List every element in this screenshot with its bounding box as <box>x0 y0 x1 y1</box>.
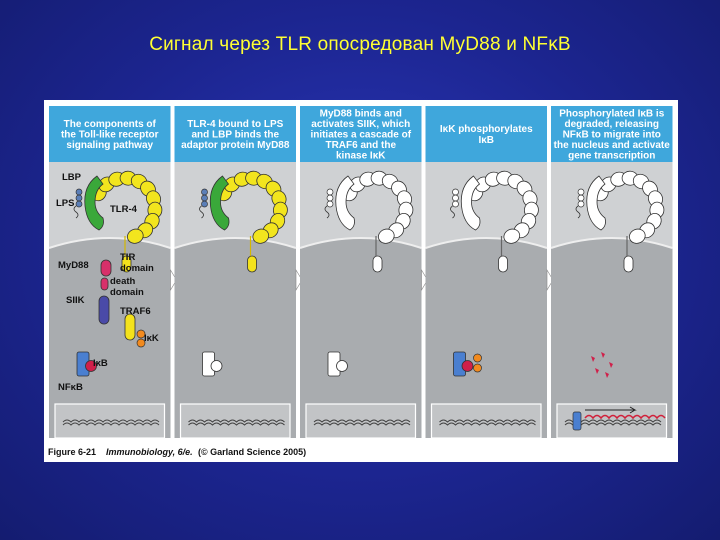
lps-shape-bead <box>202 195 208 201</box>
caption-copyright: (© Garland Science 2005) <box>198 447 306 457</box>
panel-header-line: gene transcription <box>568 151 655 162</box>
lps-shape-bead <box>578 189 584 195</box>
panel-header-line: adaptor protein MyD88 <box>181 140 290 151</box>
panel-header-line: IκK phosphorylates <box>440 124 533 135</box>
ikk-bound-1 <box>474 354 482 362</box>
label-ikb: IκB <box>93 358 108 369</box>
label-tir: TIR <box>120 252 135 263</box>
slide-title: Сигнал через TLR опосредован MyD88 и NFκ… <box>0 34 720 56</box>
panel-header-line: The components of <box>64 119 157 130</box>
myd88 <box>101 260 111 276</box>
panel-header-line: TRAF6 and the <box>325 140 396 151</box>
panel-header-line: TLR-4 bound to LPS <box>187 119 283 130</box>
lps-shape-bead <box>76 189 82 195</box>
tir-domain <box>248 256 257 272</box>
lps-shape-bead <box>327 195 333 201</box>
label-death-domain: domain <box>110 287 144 298</box>
nfkb <box>337 361 348 372</box>
lps-shape-bead <box>76 195 82 201</box>
label-myd88: MyD88 <box>58 260 89 271</box>
figure-caption: Figure 6-21 Immunobiology, 6/e. (© Garla… <box>48 447 306 457</box>
label-siik: SIIK <box>66 295 85 306</box>
tir-domain <box>373 256 382 272</box>
panel-header-line: IκB <box>478 135 494 146</box>
panel-header-line: signaling pathway <box>66 140 153 151</box>
panel-header-line: kinase IκK <box>336 151 386 162</box>
nfkb-nuclear <box>573 412 581 430</box>
caption-figure: Figure 6-21 <box>48 447 96 457</box>
panel-header-line: NFκB to migrate into <box>563 130 661 141</box>
caption-book: Immunobiology, 6/e. <box>106 447 193 457</box>
panel-header-line: Phosphorylated IκB is <box>559 108 664 119</box>
tir-domain <box>624 256 633 272</box>
lps-shape-bead <box>453 195 459 201</box>
panel-header-line: activates SIIK, which <box>311 119 410 130</box>
lps-shape-bead <box>327 201 333 207</box>
lps-shape-bead <box>202 189 208 195</box>
siik <box>99 296 109 324</box>
lps-shape-bead <box>327 189 333 195</box>
nfkb <box>211 361 222 372</box>
figure-svg: The components ofthe Toll-like receptors… <box>44 100 678 462</box>
traf6 <box>125 314 135 340</box>
label-death: death <box>110 276 136 287</box>
label-tlr4: TLR-4 <box>110 204 138 215</box>
panel-header-line: initiates a cascade of <box>310 130 411 141</box>
lps-shape-bead <box>202 201 208 207</box>
panel-header-line: and LBP binds the <box>191 130 279 141</box>
panel-header-line: MyD88 binds and <box>320 108 402 119</box>
lps-shape-bead <box>453 189 459 195</box>
label-lbp: LBP <box>62 172 82 183</box>
myd88-death-domain <box>101 278 108 290</box>
label-nfkb: NFκB <box>58 382 83 393</box>
nfkb <box>462 361 473 372</box>
lps-shape-bead <box>578 201 584 207</box>
panel-header-line: degraded, releasing <box>565 119 659 130</box>
lps-shape-bead <box>76 201 82 207</box>
label-traf6: TRAF6 <box>120 306 151 317</box>
lps-shape-bead <box>578 195 584 201</box>
lps-shape-bead <box>453 201 459 207</box>
label-ikk: IκK <box>144 333 159 344</box>
label-tir-domain: domain <box>120 263 154 274</box>
ikk-bound-2 <box>474 364 482 372</box>
label-lps: LPS <box>56 198 74 209</box>
tir-domain <box>499 256 508 272</box>
panel-header-line: the Toll-like receptor <box>61 130 159 141</box>
panel-header-line: the nucleus and activate <box>554 140 671 151</box>
